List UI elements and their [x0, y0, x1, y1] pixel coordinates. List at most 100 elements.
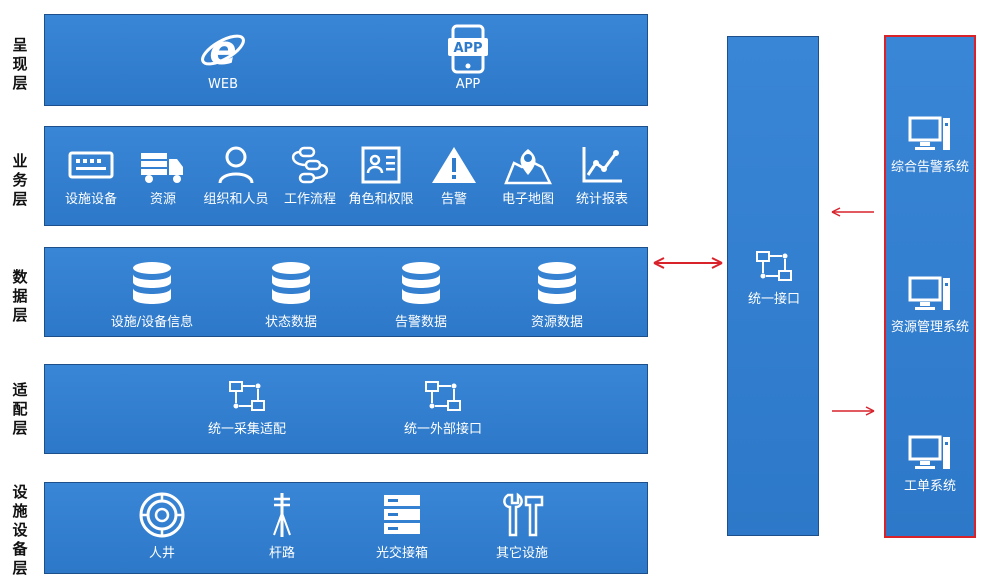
integrated-alarm-system-item[interactable]: 综合告警系统 — [880, 115, 980, 175]
unified-external-interface-label: 统一外部接口 — [403, 422, 482, 437]
manhole-item[interactable]: 人井 — [112, 491, 212, 561]
work-order-system-label: 工单系统 — [903, 479, 956, 494]
bidirectional-arrow — [653, 257, 723, 269]
layer-label-presentation: 呈 现 层 — [0, 36, 40, 93]
fiber-cabinet-label: 光交接箱 — [375, 546, 428, 561]
unified-interface-label: 统一接口 — [747, 292, 800, 307]
facility-info-item[interactable]: 设施/设备信息 — [102, 260, 202, 330]
app-label: APP — [455, 77, 481, 92]
workflow-icon — [292, 146, 328, 184]
id-card-icon — [361, 146, 401, 184]
integrated-alarm-system-label: 综合告警系统 — [890, 160, 969, 175]
unified-interface-panel: 统一接口 — [727, 36, 819, 536]
network-topology-icon — [756, 251, 792, 281]
database-icon — [272, 262, 310, 304]
other-facility-item[interactable]: 其它设施 — [472, 491, 572, 561]
server-rack-icon — [68, 151, 114, 179]
line-chart-icon — [582, 147, 622, 183]
other-facility-label: 其它设施 — [495, 546, 548, 561]
label-char: 配 — [12, 400, 28, 418]
alarm-data-item[interactable]: 告警数据 — [371, 260, 471, 330]
ie-browser-icon: e — [201, 28, 245, 74]
unified-collection-adapter-item[interactable]: 统一采集适配 — [197, 379, 297, 437]
layer-label-facility: 设 施 设 备 层 — [0, 483, 40, 578]
status-data-label: 状态数据 — [264, 315, 317, 330]
pole-line-item[interactable]: 杆路 — [232, 491, 332, 561]
label-char: 设 — [12, 483, 28, 501]
alarm-item[interactable]: 告警 — [404, 145, 504, 207]
left-arrow — [831, 207, 874, 217]
warning-icon — [432, 147, 476, 183]
utility-pole-icon — [273, 493, 291, 537]
fiber-cabinet-item[interactable]: 光交接箱 — [352, 491, 452, 561]
label-char: 据 — [12, 287, 28, 305]
unified-collection-adapter-label: 统一采集适配 — [207, 422, 286, 437]
statistics-report-label: 统计报表 — [575, 192, 628, 207]
resource-data-item[interactable]: 资源数据 — [507, 260, 607, 330]
resource-management-system-label: 资源管理系统 — [890, 320, 969, 335]
svg-text:e: e — [209, 28, 236, 74]
computer-icon — [908, 116, 950, 150]
label-char: 备 — [12, 540, 28, 558]
manhole-icon — [139, 492, 185, 538]
label-char: 业 — [12, 152, 28, 170]
work-order-system-item[interactable]: 工单系统 — [880, 434, 980, 494]
app-item[interactable]: APP APP — [418, 24, 518, 92]
facility-info-label: 设施/设备信息 — [110, 315, 194, 330]
label-char: 层 — [12, 190, 28, 208]
label-char: 数 — [12, 268, 28, 286]
unified-external-interface-item[interactable]: 统一外部接口 — [393, 379, 493, 437]
pole-line-label: 杆路 — [268, 546, 295, 561]
resource-label: 资源 — [149, 192, 176, 207]
electronic-map-item[interactable]: 电子地图 — [478, 145, 578, 207]
network-topology-icon — [425, 381, 461, 411]
facility-layer-panel: 人井 杆路 光交接箱 其它设施 — [44, 482, 648, 574]
facility-equipment-item[interactable]: 设施设备 — [41, 145, 141, 207]
resource-item[interactable]: 资源 — [113, 145, 213, 207]
roles-permissions-label: 角色和权限 — [348, 192, 414, 207]
app-icon-text: APP — [453, 41, 482, 56]
roles-permissions-item[interactable]: 角色和权限 — [331, 145, 431, 207]
resource-data-label: 资源数据 — [530, 315, 583, 330]
org-personnel-item[interactable]: 组织和人员 — [186, 145, 286, 207]
presentation-layer-panel: e WEB APP APP — [44, 14, 648, 106]
external-systems-panel: 综合告警系统 资源管理系统 工单系统 — [884, 35, 976, 538]
label-char: 层 — [12, 306, 28, 324]
computer-icon — [908, 276, 950, 310]
database-icon — [402, 262, 440, 304]
web-item[interactable]: e WEB — [173, 24, 273, 92]
resource-management-system-item[interactable]: 资源管理系统 — [880, 275, 980, 335]
data-layer-panel: 设施/设备信息 状态数据 告警数据 资源数据 — [44, 247, 648, 337]
user-icon — [218, 146, 254, 184]
workflow-item[interactable]: 工作流程 — [260, 145, 360, 207]
map-pin-icon — [504, 149, 552, 185]
computer-icon — [908, 435, 950, 469]
label-char: 层 — [12, 559, 28, 577]
layer-label-data: 数 据 层 — [0, 268, 40, 325]
label-char: 设 — [12, 521, 28, 539]
electronic-map-label: 电子地图 — [501, 192, 554, 207]
storage-cabinet-icon — [384, 495, 420, 534]
unified-interface-item[interactable]: 统一接口 — [724, 249, 824, 307]
status-data-item[interactable]: 状态数据 — [241, 260, 341, 330]
label-char: 适 — [12, 381, 28, 399]
label-char: 现 — [12, 55, 28, 73]
database-icon — [538, 262, 576, 304]
mobile-app-icon: APP — [448, 24, 488, 74]
database-icon — [133, 262, 171, 304]
label-char: 施 — [12, 502, 28, 520]
tools-icon — [503, 492, 544, 537]
org-personnel-label: 组织和人员 — [203, 192, 269, 207]
manhole-label: 人井 — [148, 546, 175, 561]
alarm-label: 告警 — [440, 192, 467, 207]
alarm-data-label: 告警数据 — [394, 315, 447, 330]
label-char: 务 — [12, 171, 28, 189]
right-arrow — [832, 406, 875, 416]
business-layer-panel: 设施设备 资源 组织和人员 工作流程 — [44, 126, 648, 226]
label-char: 呈 — [12, 36, 28, 54]
layer-label-business: 业 务 层 — [0, 152, 40, 209]
workflow-label: 工作流程 — [283, 192, 336, 207]
statistics-report-item[interactable]: 统计报表 — [552, 145, 652, 207]
web-label: WEB — [208, 77, 238, 92]
network-topology-icon — [229, 381, 265, 411]
